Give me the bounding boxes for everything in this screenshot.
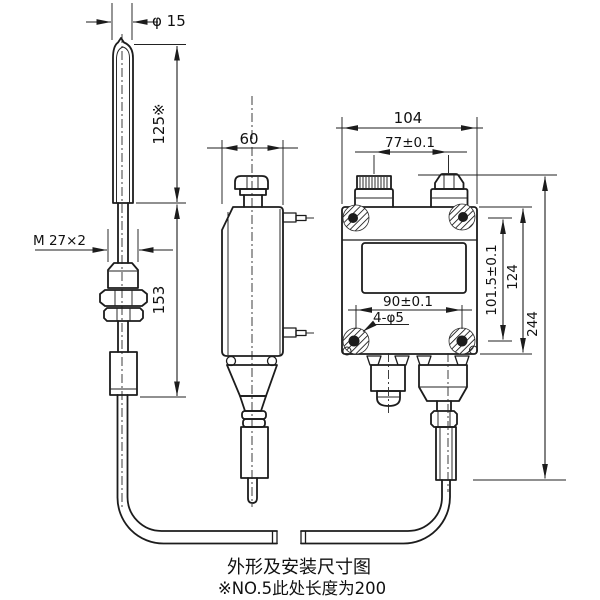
probe-sleeve <box>109 351 138 396</box>
side-view: 60 <box>207 96 314 507</box>
capillary-stub-side <box>247 477 258 504</box>
dim-stem-length: 153 <box>150 286 168 315</box>
housing-side-body <box>221 206 284 357</box>
dim-probe-length: 125※ <box>150 103 168 144</box>
dim-hole-spacing-v: 101.5±0.1 <box>484 244 500 315</box>
thread-section <box>107 262 139 289</box>
front-gland-right <box>300 353 470 545</box>
dim-thread: M 27×2 <box>33 233 86 249</box>
dim-probe-diameter: φ 15 <box>152 12 186 30</box>
dim-body-height: 124 <box>505 264 521 290</box>
probe-bulb <box>112 37 134 204</box>
dim-front-width: 104 <box>394 109 423 127</box>
gland-body-side <box>240 426 269 479</box>
terminal-stub-lower <box>282 327 297 338</box>
hex-nut-lower <box>103 307 144 322</box>
capillary-left <box>116 394 278 545</box>
dim-overall-height: 244 <box>525 311 541 337</box>
adjust-knob <box>354 175 394 208</box>
dim-knob-spacing: 77±0.1 <box>385 135 435 151</box>
mounting-holes <box>342 203 478 356</box>
hex-bolt-knob <box>430 173 469 208</box>
top-bolt-side <box>234 175 269 190</box>
dim-hole-spacing-h: 90±0.1 <box>383 294 433 310</box>
drawing-note: ※NO.5此处长度为200 <box>218 579 386 598</box>
front-view: 104 77±0.1 90±0.1 4-φ5 <box>300 109 566 545</box>
captions: 外形及安装尺寸图 ※NO.5此处长度为200 <box>218 557 386 598</box>
dim-side-width: 60 <box>239 130 258 148</box>
capillary-right <box>300 479 443 532</box>
drawing-title: 外形及安装尺寸图 <box>227 557 371 578</box>
hex-nut-upper <box>99 289 148 307</box>
front-gland-left <box>366 353 410 414</box>
height-dimensions: 101.5±0.1 124 244 <box>418 174 566 481</box>
terminal-stub-upper <box>282 212 297 223</box>
housing-front-body <box>341 206 478 355</box>
display-window <box>361 242 467 294</box>
dim-mounting-holes: 4-φ5 <box>373 310 404 326</box>
probe-view: φ 15 125※ M 27×2 153 <box>33 3 278 545</box>
